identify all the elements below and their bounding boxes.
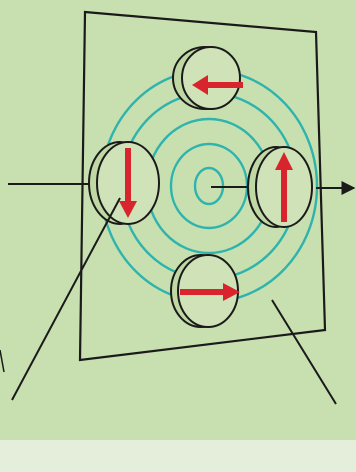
plane-edge-tick <box>0 350 4 372</box>
magnet-left <box>89 142 159 224</box>
magnet-top <box>173 47 243 109</box>
leader-line-left <box>12 198 120 400</box>
magnet-bottom <box>171 255 240 327</box>
magnet-right <box>248 147 312 227</box>
leader-line-right <box>272 300 336 404</box>
